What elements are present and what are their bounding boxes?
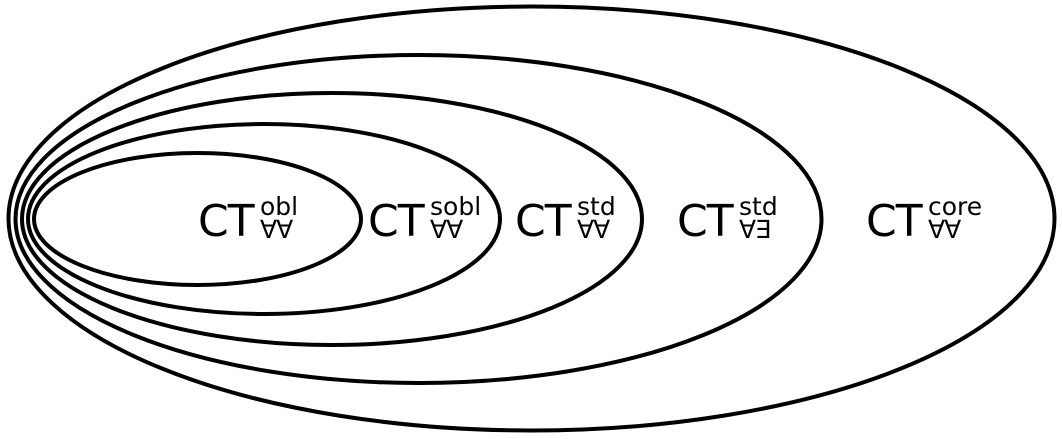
label-superscript: core (928, 192, 983, 221)
label-subscript: ∀∀ (928, 215, 961, 244)
label-superscript: std (577, 192, 616, 221)
label-ct-obl: CT obl ∀∀ (198, 194, 298, 244)
label-ct-std-forall-exists: CT std ∀∃ (677, 194, 778, 244)
label-subscript: ∀∀ (260, 215, 293, 244)
label-base: CT (866, 196, 923, 247)
label-base: CT (677, 196, 734, 247)
label-subscript: ∀∀ (430, 215, 463, 244)
label-base: CT (198, 196, 255, 247)
label-subscript: ∀∀ (577, 215, 610, 244)
label-subscript: ∀∃ (739, 215, 771, 244)
label-base: CT (515, 196, 572, 247)
ellipse-core (6, 4, 1057, 433)
label-base: CT (368, 196, 425, 247)
label-ct-std-forall-forall: CT std ∀∀ (515, 194, 616, 244)
ellipse-std-forall-forall (20, 91, 644, 347)
ellipse-std-forall-exists (13, 53, 824, 385)
ellipse-obl (32, 151, 363, 287)
label-superscript: std (739, 192, 778, 221)
label-superscript: sobl (430, 192, 482, 221)
label-superscript: obl (260, 192, 299, 221)
label-ct-sobl: CT sobl ∀∀ (368, 194, 481, 244)
ellipse-sobl (26, 122, 502, 316)
label-ct-core: CT core ∀∀ (866, 194, 982, 244)
